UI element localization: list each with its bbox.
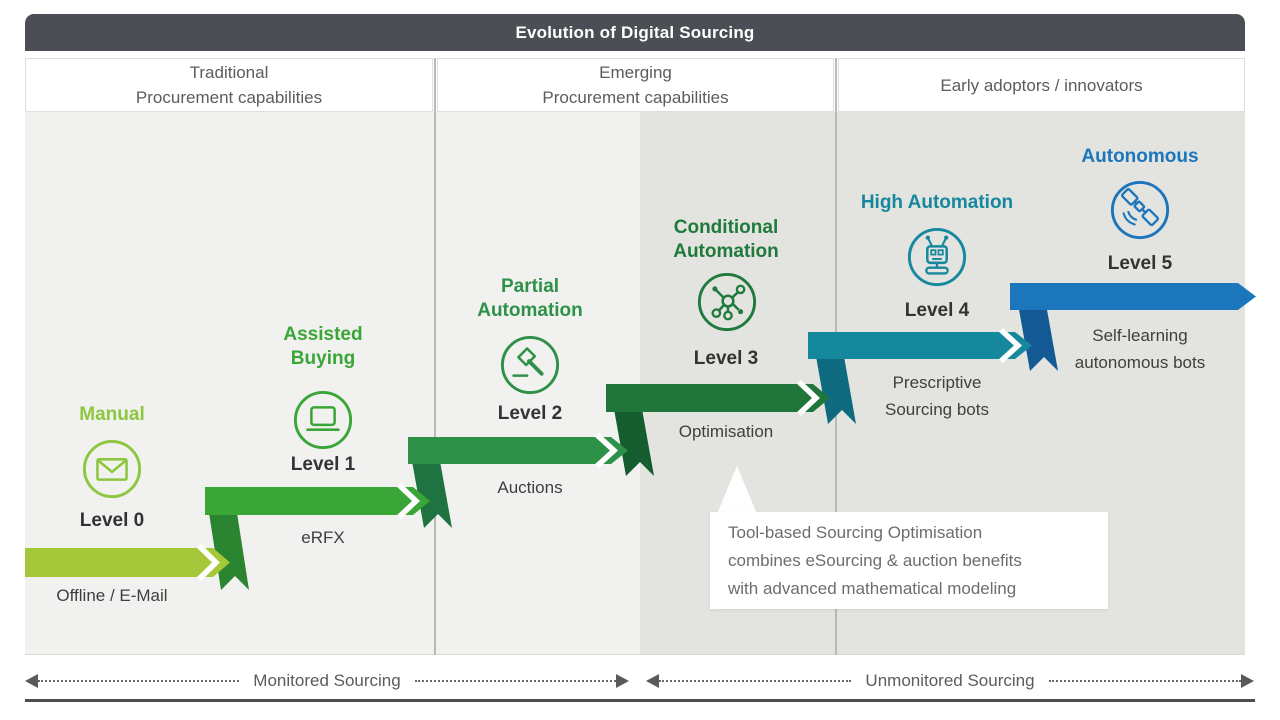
sub-label: Optimisation [678, 422, 774, 441]
monitored-sourcing-range-arrow: Monitored Sourcing [25, 668, 630, 694]
level-label: Level 3 [693, 348, 759, 369]
optimisation-callout: Tool-based Sourcing Optimisation combine… [710, 512, 1108, 609]
stage-label: High Automation [860, 192, 1014, 213]
bottom-rule [25, 699, 1255, 702]
level-label: Level 0 [79, 510, 145, 531]
envelope-icon [82, 439, 142, 499]
stage-label: Conditional Automation [673, 217, 779, 262]
arrow-left-icon [25, 674, 38, 688]
monitored-sourcing-label: Monitored Sourcing [253, 671, 401, 690]
unmonitored-sourcing-label: Unmonitored Sourcing [865, 671, 1035, 690]
arrow-right-icon [616, 674, 630, 688]
page-title: Evolution of Digital Sourcing [25, 14, 1245, 51]
stage-label: Autonomous [1081, 146, 1199, 167]
level-label: Level 2 [497, 403, 563, 424]
column-divider [434, 58, 436, 655]
sub-label: Self-learning autonomous bots [1074, 326, 1206, 372]
sub-label: Prescriptive Sourcing bots [885, 373, 989, 419]
stage-label: Manual [79, 404, 145, 425]
network-nodes-icon [697, 272, 757, 332]
stage-label: Partial Automation [477, 276, 583, 321]
column-header-early-adoptors: Early adoptors / innovators [838, 58, 1245, 112]
arrow-right-icon [1241, 674, 1254, 688]
sub-label: Offline / E-Mail [56, 586, 168, 605]
column-header-traditional: Traditional Procurement capabilities [25, 58, 433, 112]
unmonitored-sourcing-range-arrow: Unmonitored Sourcing [646, 668, 1254, 694]
gavel-icon [500, 335, 560, 395]
sub-label: eRFX [301, 528, 345, 547]
stage-label: Assisted Buying [283, 324, 363, 369]
level-label: Level 5 [1107, 253, 1173, 274]
arrow-left-icon [646, 674, 659, 688]
column-header-emerging: Emerging Procurement capabilities [437, 58, 834, 112]
level-label: Level 1 [290, 454, 356, 475]
sub-label: Auctions [497, 478, 563, 497]
laptop-icon [293, 390, 353, 450]
satellite-icon [1110, 180, 1170, 240]
robot-icon [907, 227, 967, 287]
level-label: Level 4 [904, 300, 970, 321]
